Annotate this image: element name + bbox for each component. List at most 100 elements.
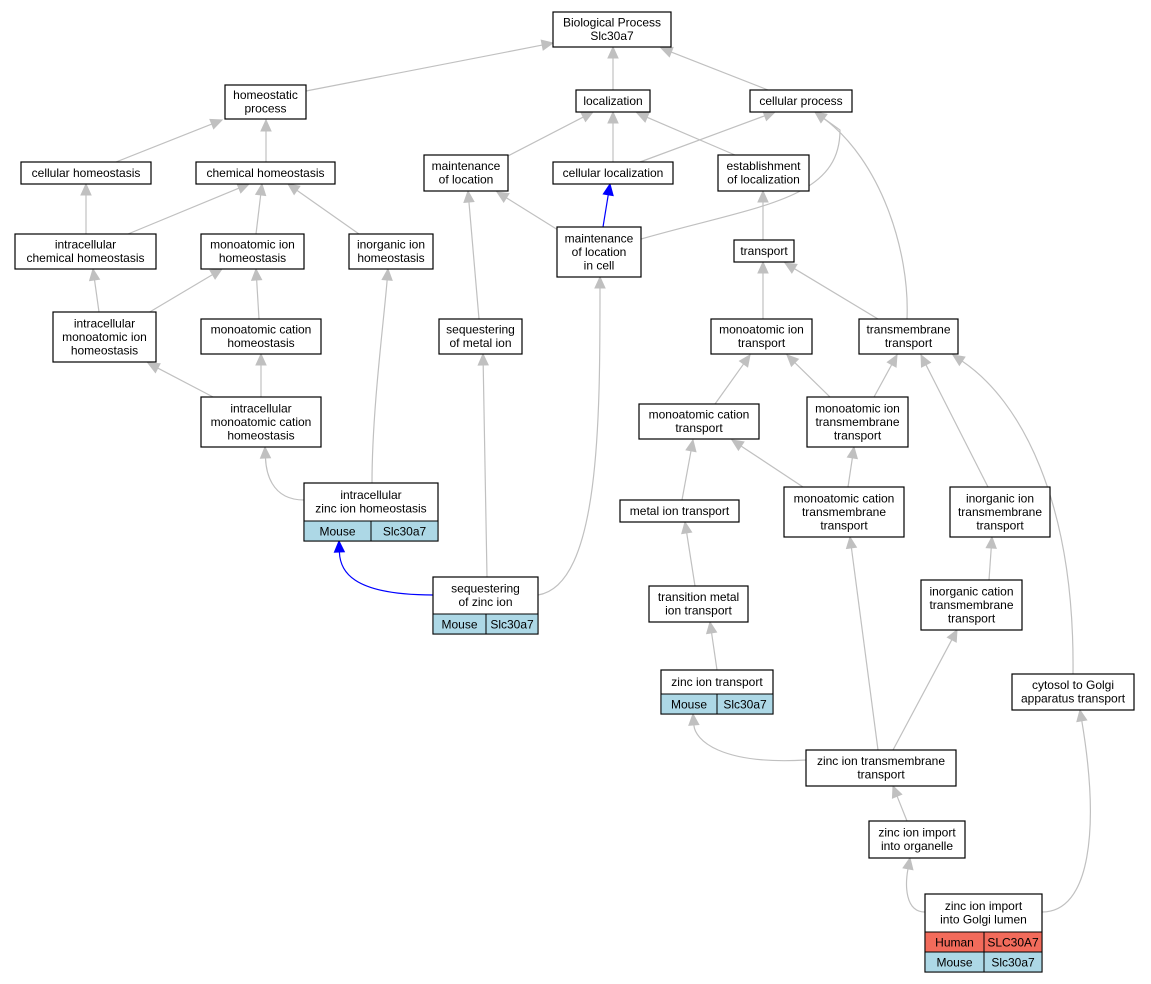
node-chemical-homeostasis[interactable]: chemical homeostasis (195, 161, 336, 185)
node-label-line: process (244, 102, 286, 116)
node-label-line: transmembrane (802, 505, 886, 519)
arrowhead-icon (333, 539, 346, 553)
arrowhead-icon (783, 262, 798, 274)
node-localization[interactable]: localization (575, 89, 651, 113)
node-label-line: monoatomic cation (794, 491, 895, 505)
arrowhead-icon (681, 520, 693, 535)
node-cellular-homeostasis[interactable]: cellular homeostasis (20, 161, 152, 185)
arrowhead-icon (540, 39, 555, 51)
edge-maintenance-location-to-localization (505, 111, 595, 158)
node-label-line: inorganic cation (929, 584, 1013, 598)
edge-intracellular-monoatomic-cation-to-monoatomic-cation-homeostasis (255, 352, 267, 397)
edge-homeostatic-to-bp (305, 39, 555, 92)
edge-intracellular-chemical-to-cellular-homeostasis (80, 182, 92, 234)
arrowhead-icon (594, 275, 606, 289)
node-label-line: homeostasis (227, 428, 294, 442)
edge-zinc-tm-transport-to-monoatomic-cation-tm-transport (845, 535, 879, 751)
node-label-line: transport (948, 611, 996, 625)
arrowhead-icon (757, 260, 769, 274)
edge-inorganic-cation-tm-transport-to-inorganic-ion-tm-transport (985, 535, 997, 581)
node-label-line: establishment (726, 159, 801, 173)
node-label-line: homeostasis (71, 343, 138, 357)
node-label-line: transport (675, 421, 723, 435)
edge-maintenance-location-cell-to-cellular-localization (602, 182, 614, 228)
node-label-line: transport (740, 244, 788, 258)
node-label-line: sequestering (451, 582, 520, 596)
edge-monoatomic-ion-tm-transport-to-monoatomic-ion-transport (786, 354, 831, 398)
arrowhead-icon (730, 439, 745, 452)
node-label-line: inorganic ion (357, 238, 425, 252)
node-label-line: transport (820, 518, 868, 532)
node-cellular-localization[interactable]: cellular localization (552, 161, 674, 185)
node-label-line: transmembrane (958, 505, 1042, 519)
arrowhead-icon (250, 267, 263, 281)
edge-cellular-homeostasis-to-homeostatic (115, 118, 224, 163)
node-label-line: of localization (727, 173, 800, 187)
arrowhead-icon (259, 445, 272, 459)
node-label-line: Slc30a7 (590, 29, 634, 43)
arrowhead-icon (381, 267, 393, 281)
edge-maintenance-location-cell-to-maintenance-location (495, 191, 559, 231)
edge-transition-metal-transport-to-metal-ion-transport (681, 520, 696, 587)
edge-transmembrane-transport-to-transport (783, 262, 879, 320)
arrowhead-icon (845, 535, 858, 550)
gene-cell: Slc30a7 (490, 618, 534, 632)
edge-cellular-localization-to-localization (607, 110, 619, 162)
gene-cell: Slc30a7 (383, 525, 427, 539)
arrowhead-icon (891, 784, 903, 799)
arrowhead-icon (738, 354, 751, 368)
node-cellular-process[interactable]: cellular process (749, 89, 853, 113)
node-label-line: cytosol to Golgi (1032, 678, 1114, 692)
node-transport[interactable]: transport (733, 239, 795, 263)
arrowhead-icon (685, 438, 697, 453)
species-cell: Mouse (671, 698, 707, 712)
edge-zinc-import-organelle-to-zinc-tm-transport (891, 784, 908, 822)
species-cell: Mouse (319, 525, 355, 539)
node-metal-ion-transport[interactable]: metal ion transport (619, 499, 740, 523)
edge-zinc-ion-transport-to-transition-metal-transport (705, 620, 718, 671)
arrowhead-icon (146, 362, 161, 374)
arrowhead-icon (254, 182, 267, 197)
node-label-line: transmembrane (815, 415, 899, 429)
node-label-line: monoatomic ion (210, 238, 295, 252)
arrowhead-icon (635, 112, 650, 123)
gene-cell: Slc30a7 (991, 956, 1035, 970)
edge-transport-to-establishment-localization (757, 189, 769, 240)
arrowhead-icon (1076, 708, 1088, 723)
arrowhead-icon (946, 628, 958, 643)
edge-zinc-tm-transport-to-zinc-ion-transport (688, 712, 807, 762)
edge-sequestering-zinc-to-sequestering-metal-ion (477, 352, 489, 578)
species-cell: Mouse (936, 956, 972, 970)
arrowhead-icon (607, 45, 619, 59)
arrowhead-icon (705, 620, 718, 635)
